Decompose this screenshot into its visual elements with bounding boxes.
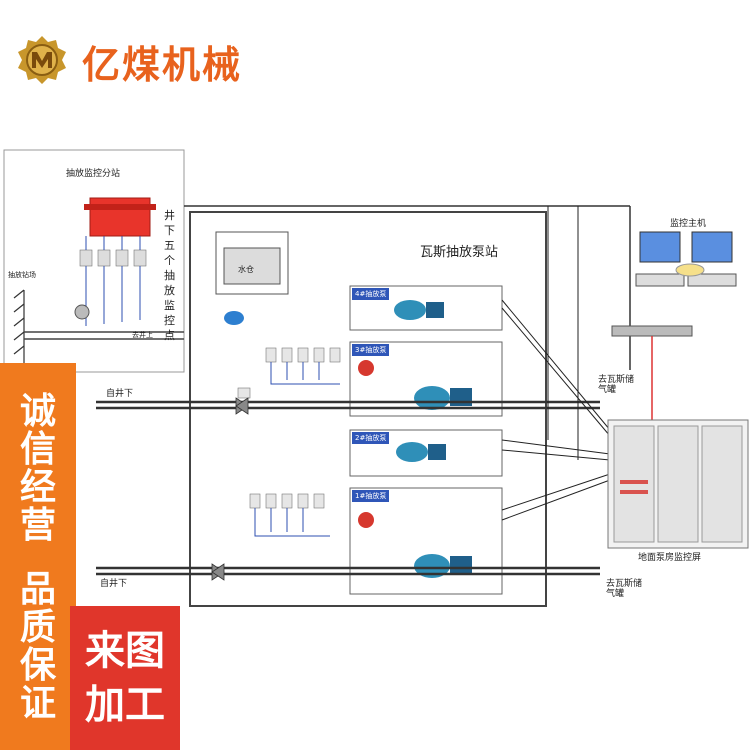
screen-title: 地面泵房监控屏 bbox=[638, 553, 702, 563]
pump1-label: 1#抽放泵 bbox=[352, 490, 390, 502]
from-well-label-1: 自井下 bbox=[106, 389, 134, 399]
to-shaft-label: 去井上 bbox=[132, 331, 153, 339]
host-title: 监控主机 bbox=[670, 219, 707, 229]
to-tank-label-2: 去瓦斯储气罐 bbox=[606, 579, 643, 599]
slogan-sidebar: 诚信经营 品质保证 bbox=[0, 363, 76, 750]
station-title: 瓦斯抽放泵站 bbox=[420, 245, 499, 260]
substation-title: 抽放监控分站 bbox=[66, 169, 121, 179]
gear-crest-icon bbox=[18, 36, 66, 84]
pump3-label: 3#抽放泵 bbox=[352, 344, 390, 356]
diagram-canvas bbox=[3, 149, 749, 607]
slogan-line-1: 诚信经营 bbox=[19, 391, 56, 546]
badge-line-2: 加工 bbox=[85, 682, 165, 728]
gas-drainage-diagram: 抽放监控分站 抽放钻场 去井上 井下五个抽放监控点 瓦斯抽放泵站 水仓 4#抽放… bbox=[0, 140, 750, 610]
pump2-label: 2#抽放泵 bbox=[352, 432, 390, 444]
custom-order-badge: 来图 加工 bbox=[70, 606, 180, 750]
slogan-line-2: 品质保证 bbox=[19, 569, 56, 724]
pump4-label: 4#抽放泵 bbox=[352, 288, 390, 300]
to-tank-label-1: 去瓦斯储气罐 bbox=[598, 375, 635, 395]
from-well-label-2: 自井下 bbox=[100, 579, 128, 589]
brand-name: 亿煤机械 bbox=[82, 42, 243, 87]
vertical-note: 井下五个抽放监控点 bbox=[164, 209, 175, 342]
brand: 亿煤机械 bbox=[14, 34, 242, 88]
badge-line-1: 来图 bbox=[85, 628, 165, 674]
water-tank-label: 水仓 bbox=[238, 265, 254, 274]
drill-field-label: 抽放钻场 bbox=[8, 271, 36, 279]
